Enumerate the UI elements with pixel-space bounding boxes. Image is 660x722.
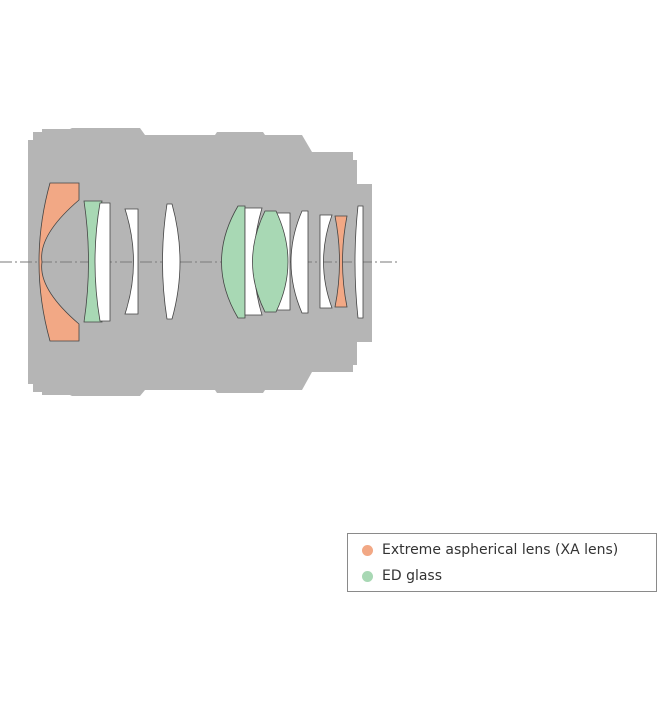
legend-label: ED glass xyxy=(382,568,443,584)
xa-lens-swatch-icon xyxy=(362,544,373,556)
lens-element-2 xyxy=(94,202,111,322)
legend-label: Extreme aspherical lens (XA lens) xyxy=(382,542,619,558)
legend-item-xa-lens: Extreme aspherical lens (XA lens) xyxy=(362,542,618,558)
legend: Extreme aspherical lens (XA lens) ED gla… xyxy=(347,533,657,592)
lens-element-7 xyxy=(290,210,309,314)
lens-element-8 xyxy=(319,214,333,309)
xa-lens-element-1 xyxy=(38,182,80,342)
lens-element-4 xyxy=(162,203,181,320)
legend-item-ed-glass: ED glass xyxy=(362,568,442,584)
ed-glass-swatch-icon xyxy=(362,570,373,582)
ed-lens-element-3 xyxy=(252,210,289,313)
lens-element-3 xyxy=(124,208,139,315)
xa-lens-element-2 xyxy=(334,215,348,308)
lens-element-9 xyxy=(354,205,364,319)
ed-lens-element-2 xyxy=(221,205,246,319)
